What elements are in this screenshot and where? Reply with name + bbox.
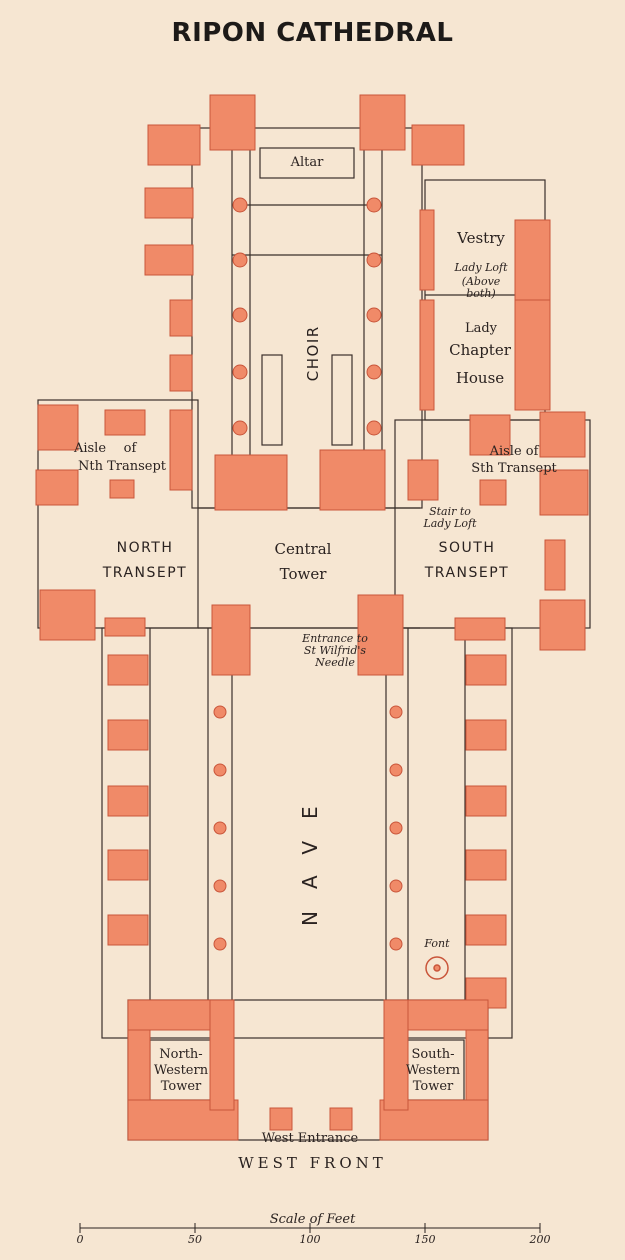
scale-bar (79, 1223, 541, 1233)
scale-title: Scale of Feet (269, 1212, 356, 1227)
crossing-pier (211, 604, 251, 676)
nw-tower-label-1: North- (159, 1047, 203, 1062)
north-transept-label-1: NORTH (116, 540, 174, 556)
scale-tick-0: 0 (76, 1233, 84, 1246)
scale-tick-150: 150 (414, 1233, 436, 1246)
south-aisle-label-2: Sth Transept (471, 461, 557, 476)
chapter-house-label-1: Chapter (449, 341, 511, 359)
buttress (359, 94, 406, 151)
scale-tick-100: 100 (299, 1233, 321, 1246)
buttress (209, 94, 256, 151)
scale-tick-50: 50 (188, 1233, 202, 1246)
south-aisle-label-1: Aisle of (489, 444, 539, 459)
lady-label: Lady (464, 321, 498, 336)
nave-outline (101, 627, 513, 1039)
lady-loft-label: Lady Loft (454, 261, 508, 274)
crossing-pier (214, 454, 288, 511)
chapter-house-label-2: House (455, 369, 505, 387)
choir-label: CHOIR (303, 325, 322, 382)
north-aisle-label-3: Nth Transept (77, 459, 167, 474)
altar-area (259, 147, 355, 179)
altar-label: Altar (290, 155, 324, 170)
nw-tower-label-3: Tower (160, 1079, 202, 1094)
central-tower-label-1: Central (274, 540, 332, 558)
nave-label: NAVE (298, 784, 322, 926)
entrance-label-2: St Wilfrid's (303, 644, 367, 657)
entrance-label-1: Entrance to (302, 632, 368, 645)
font-label: Font (424, 937, 450, 950)
entrance-label-3: Needle (315, 656, 355, 669)
above-both-label: (Above both) (461, 275, 501, 301)
stair-label-2: Lady Loft (423, 517, 477, 530)
north-aisle-label-1: Aisle (73, 441, 107, 456)
choir-outline (191, 127, 423, 509)
vestry-label: Vestry (457, 229, 505, 247)
buttress (411, 124, 465, 166)
south-transept-label-2: TRANSEPT (424, 565, 510, 581)
north-aisle-label-2: of (123, 441, 137, 456)
buttress (147, 124, 201, 166)
crossing-pier (319, 449, 386, 511)
map-title: RIPON CATHEDRAL (171, 18, 454, 48)
north-transept-label-2: TRANSEPT (102, 565, 188, 581)
stair-label-1: Stair to (429, 505, 471, 518)
font-icon (425, 956, 449, 980)
central-tower-label-2: Tower (279, 565, 327, 583)
sw-tower-label-3: Tower (412, 1079, 454, 1094)
south-transept-label-1: SOUTH (438, 540, 496, 556)
crossing-pier (357, 594, 404, 676)
west-entrance-label: West Entrance (261, 1131, 359, 1146)
scale-tick-200: 200 (529, 1233, 551, 1246)
nw-tower-label-2: Western (153, 1063, 209, 1078)
sw-tower-label-1: South- (411, 1047, 455, 1062)
sw-tower-label-2: Western (405, 1063, 461, 1078)
west-front-label: WEST FRONT (238, 1154, 387, 1172)
